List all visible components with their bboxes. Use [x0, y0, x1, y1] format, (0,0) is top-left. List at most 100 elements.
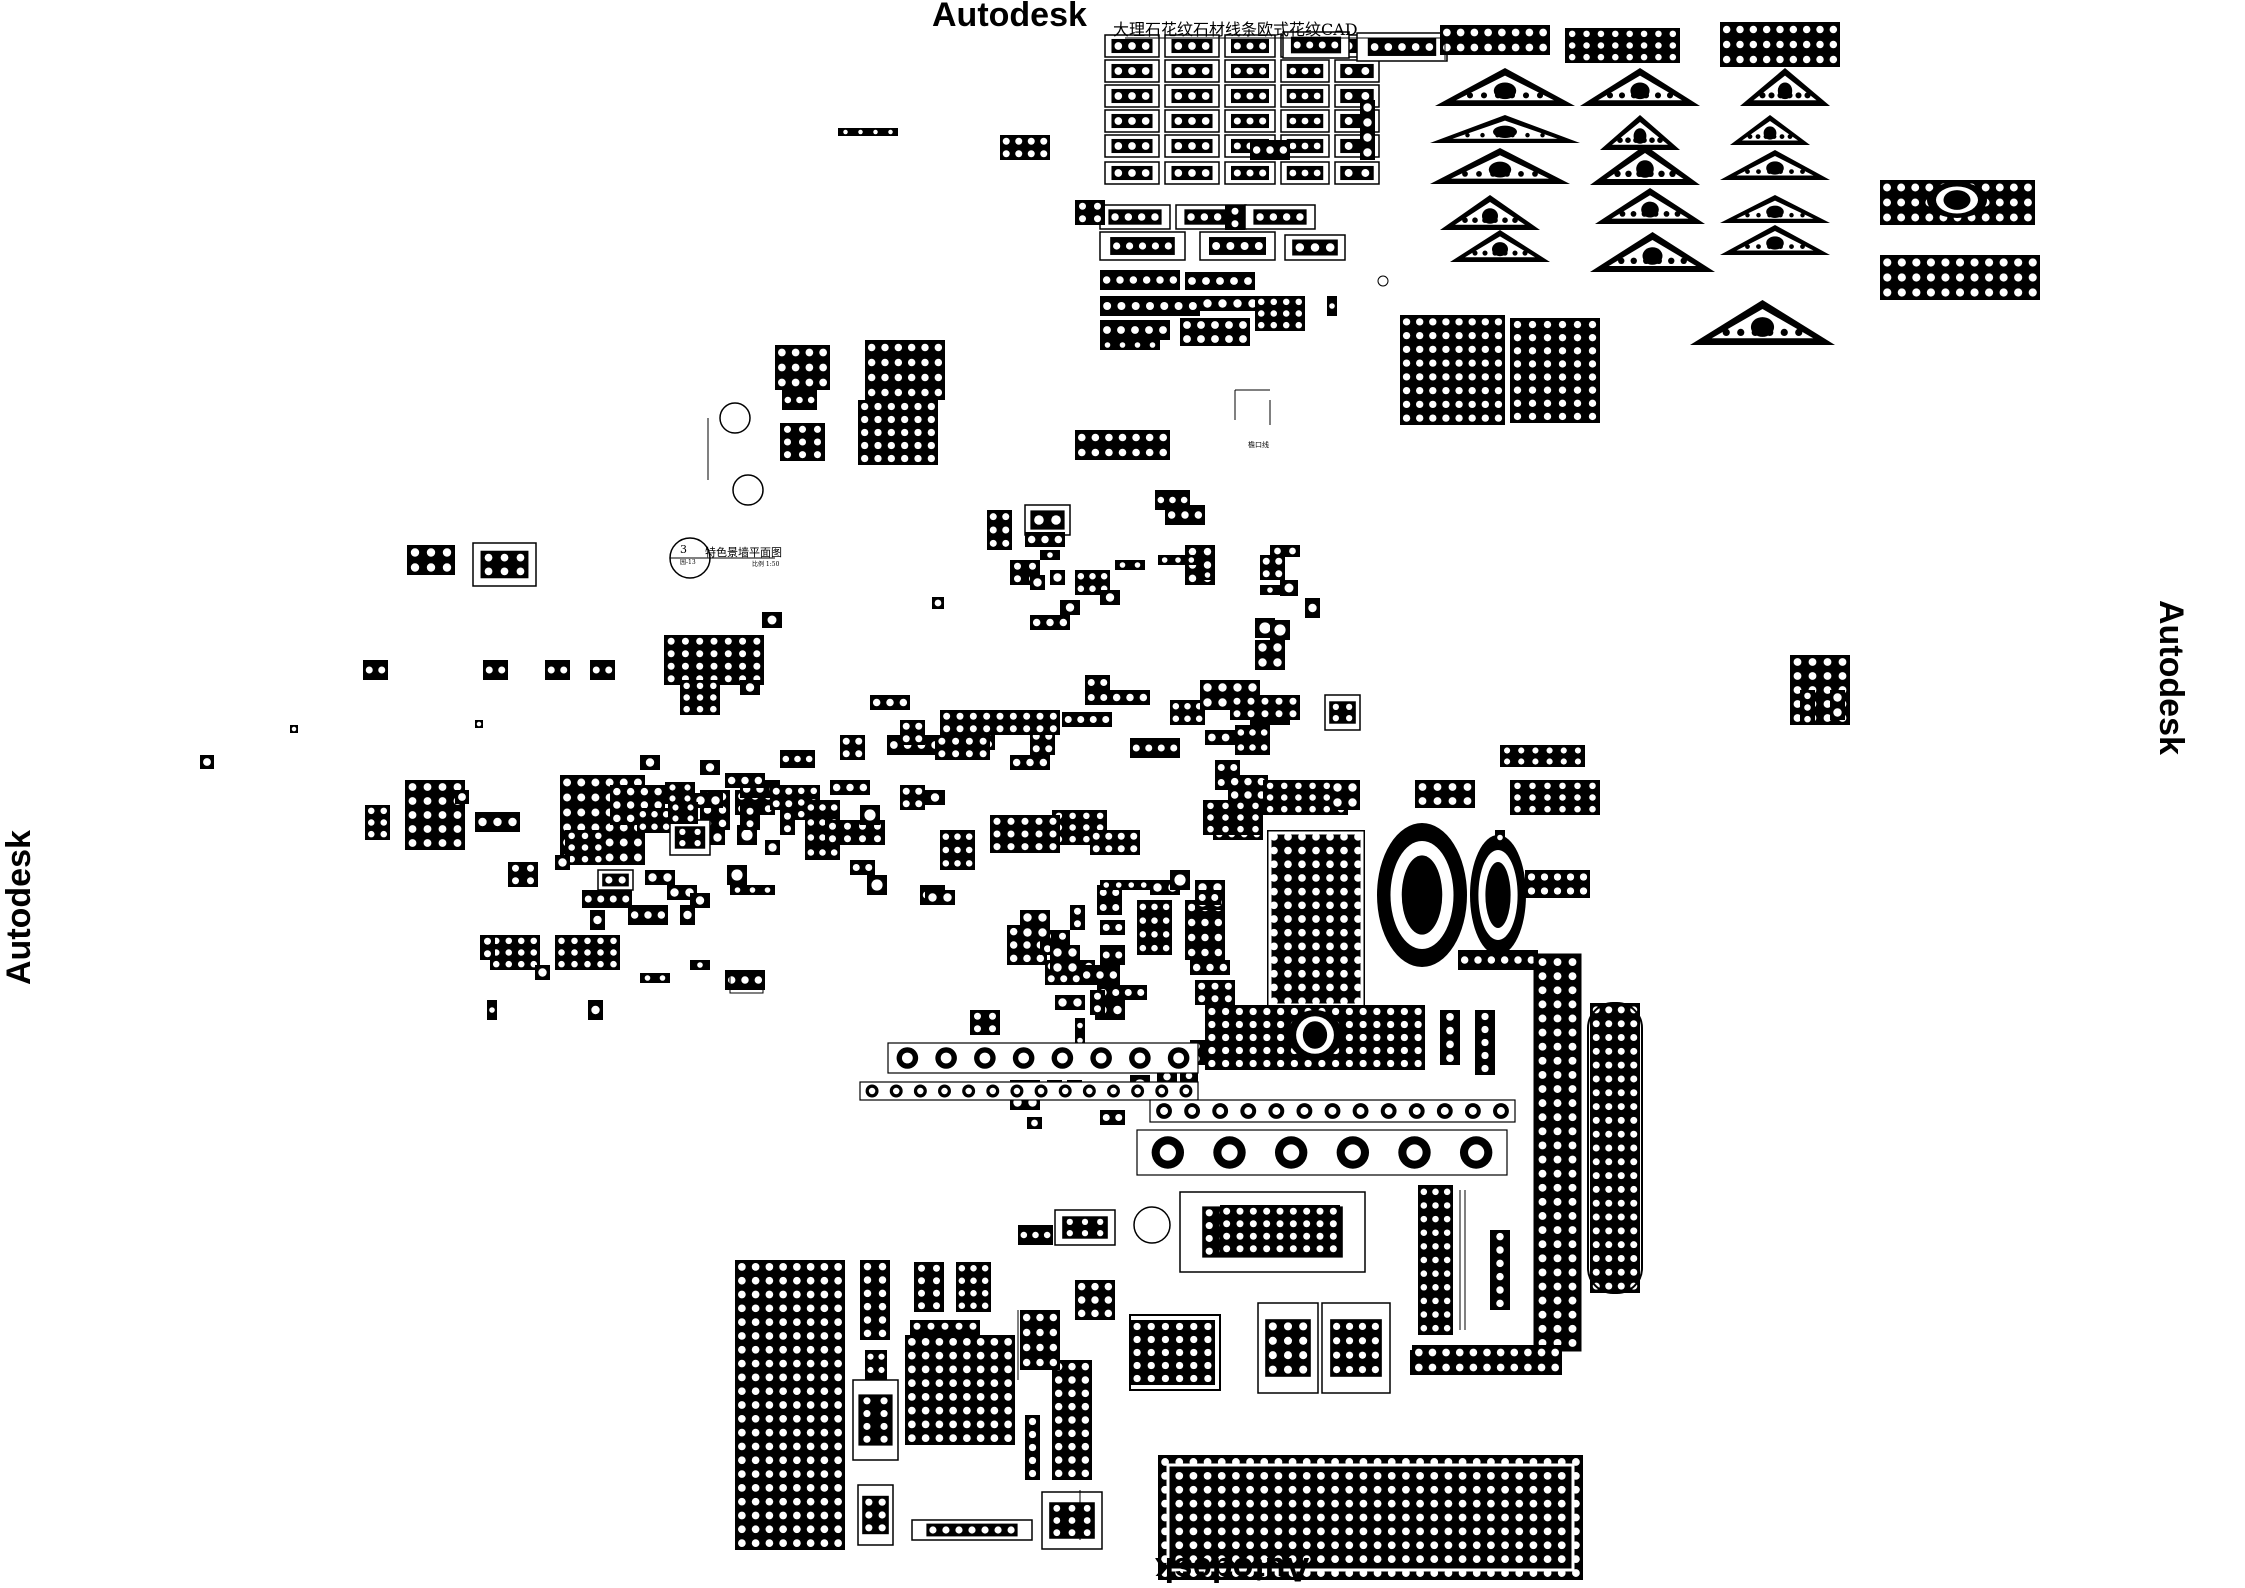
carved-center	[1231, 63, 1269, 79]
ornament-hole	[710, 694, 717, 701]
ornament-hole	[1386, 1059, 1395, 1068]
ornament-hole	[798, 425, 807, 433]
ornament-hole	[1289, 67, 1297, 75]
ornament-hole	[1331, 1513, 1339, 1522]
pediment-scroll	[1778, 169, 1783, 175]
ornament-hole	[1432, 1188, 1439, 1196]
ornament-hole	[1089, 572, 1096, 580]
ornament-hole	[1553, 1183, 1562, 1192]
ornament-hole	[1096, 812, 1104, 820]
ornament-hole	[1247, 710, 1255, 718]
ornament-fill	[1253, 209, 1307, 225]
ornament-hole	[902, 722, 910, 730]
ornament-hole	[1237, 744, 1245, 751]
ornament-hole	[782, 755, 790, 763]
ornament-hole	[605, 823, 614, 832]
ornament-hole	[746, 807, 754, 815]
ornament-hole	[1299, 1351, 1308, 1360]
ornament-hole	[934, 388, 943, 397]
ornament-hole	[1318, 1059, 1326, 1068]
ornament-hole	[1804, 692, 1811, 700]
ornament-fill	[865, 340, 945, 400]
ornament-hole	[563, 823, 572, 832]
ornament-hole	[1617, 1116, 1625, 1124]
ornament-hole	[1529, 1555, 1538, 1564]
ornament-hole	[367, 807, 375, 815]
ornament-hole	[793, 1304, 801, 1313]
carved-center	[1062, 1216, 1108, 1239]
pediment-scroll	[1495, 132, 1500, 138]
ornament-hole	[990, 1420, 999, 1429]
ornament-hole	[568, 844, 575, 851]
ornament-hole	[1249, 1007, 1257, 1016]
ornament-hole	[1429, 414, 1437, 422]
pediment-scroll	[1482, 250, 1488, 256]
ornament-hole	[914, 402, 922, 411]
ornament-hole	[1100, 679, 1108, 686]
ornament-hole	[1605, 1103, 1613, 1111]
ornament-panel	[990, 815, 1060, 853]
pediment-scroll	[1618, 92, 1626, 99]
ornament-hole	[819, 804, 826, 811]
ornament-hole	[886, 698, 894, 707]
ornament-hole	[1276, 1245, 1284, 1253]
ornament-hole	[1553, 1056, 1562, 1065]
ornament-hole	[1529, 782, 1536, 790]
ornament-hole	[1345, 1513, 1354, 1522]
ornament-hole	[1420, 1202, 1428, 1209]
ornament-hole	[1117, 326, 1125, 334]
ornament-hole	[970, 1264, 977, 1272]
dragon-carving	[1400, 315, 1505, 425]
ornament-hole	[1456, 43, 1465, 52]
ornament-hole	[806, 1470, 815, 1478]
ornament-hole	[1501, 1513, 1509, 1522]
ornament-hole	[1231, 207, 1239, 215]
ornament-hole	[1007, 830, 1015, 838]
ornament-hole	[1097, 1229, 1104, 1237]
ornament-hole	[751, 1442, 760, 1451]
ornament-hole	[1432, 1270, 1439, 1277]
ornament-hole	[806, 1414, 815, 1423]
ornament-hole	[1481, 373, 1489, 381]
ornament-hole	[1074, 907, 1081, 915]
ornament-hole	[993, 843, 1001, 851]
ornament-hole	[1429, 386, 1437, 395]
ornament-hole	[1398, 43, 1406, 51]
ornament-hole	[751, 1290, 760, 1299]
ornament-hole	[965, 860, 973, 867]
ornament-hole	[1151, 931, 1158, 938]
ornament-panel	[1270, 545, 1300, 557]
ornament-hole	[1036, 725, 1044, 733]
ornament-hole	[1487, 1485, 1495, 1494]
ornament-hole	[710, 650, 718, 658]
ornament-hole	[1269, 213, 1278, 221]
ornament-hole	[1301, 142, 1309, 150]
ornament-hole	[1188, 117, 1196, 125]
frieze-rosette-core	[1061, 1087, 1069, 1095]
ornament-hole	[765, 1442, 774, 1451]
pediment-scroll	[1780, 328, 1788, 336]
ornament-hole	[1358, 1322, 1367, 1331]
ornament-hole	[1174, 67, 1183, 75]
ornament-hole	[738, 1414, 746, 1423]
ornament-hole	[1289, 1220, 1297, 1228]
ornament-hole	[1288, 1485, 1297, 1494]
ornament-hole	[1066, 1218, 1073, 1226]
ornament-hole	[1432, 1297, 1439, 1305]
ornament-hole	[1420, 1270, 1428, 1277]
ornament-hole	[597, 937, 604, 945]
ornament-hole	[1420, 1243, 1428, 1250]
ornament-hole	[954, 846, 961, 854]
ornament-hole	[651, 823, 658, 831]
ornament-hole	[1592, 1144, 1600, 1152]
carved-center	[1231, 165, 1269, 181]
ornament-hole	[1558, 334, 1567, 342]
ornament-hole	[901, 441, 909, 450]
ornament-hole	[584, 960, 591, 968]
ornament-fill	[1500, 745, 1585, 767]
ornament-panel	[200, 755, 214, 769]
ornament-hole	[738, 1373, 746, 1382]
ornament-hole	[1612, 30, 1619, 38]
ornament-hole	[1537, 1363, 1546, 1372]
ornament-hole	[1538, 1127, 1547, 1136]
